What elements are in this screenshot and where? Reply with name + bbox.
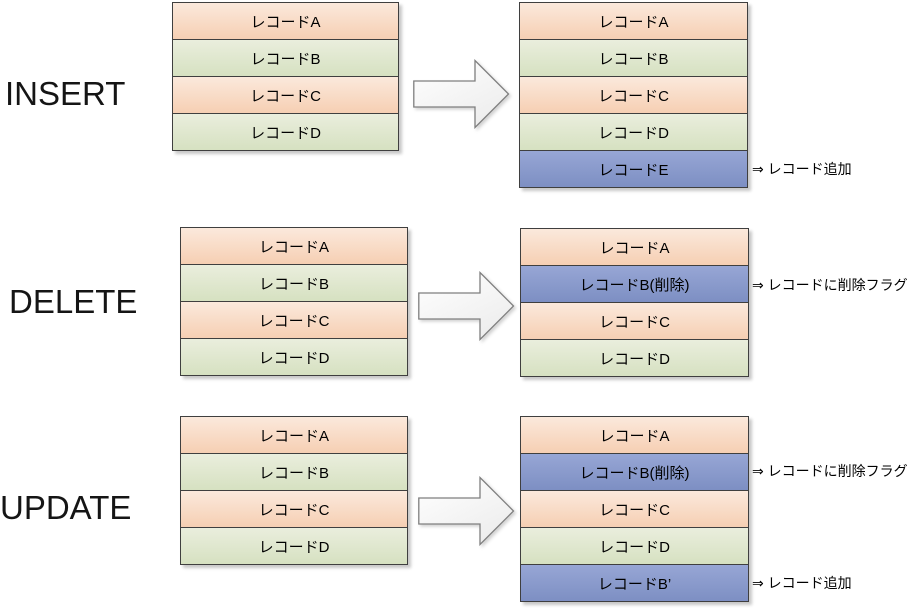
record-row-label: レコードD (258, 349, 330, 367)
record-row: レコードD (521, 528, 748, 565)
record-row-label: レコードC (250, 87, 321, 105)
record-row-label: レコードD (258, 538, 330, 556)
record-row: レコードD (173, 114, 398, 150)
right-arrow-icon (418, 476, 515, 546)
record-row-label: レコードD (599, 350, 670, 368)
record-row: レコードA (521, 229, 748, 266)
record-row-label: レコードB(削除) (579, 464, 690, 482)
record-row-label: レコードC (258, 312, 330, 330)
record-row: レコードB (173, 40, 398, 77)
record-row-label: レコードB (258, 464, 329, 482)
record-row: レコードC (521, 491, 748, 528)
record-row-label: レコードD (250, 124, 321, 142)
record-row-label: レコードE (598, 161, 669, 179)
record-row-label: レコードA (258, 238, 329, 256)
record-row-delete-flag: レコードB(削除) (521, 266, 748, 303)
record-row-label: レコードA (258, 427, 329, 445)
record-row-label: レコードB (598, 50, 669, 68)
record-row-label: レコードA (599, 427, 670, 445)
record-row: レコードC (173, 77, 398, 114)
record-row-label: レコードB (250, 50, 321, 68)
record-row: レコードA (181, 228, 407, 265)
record-row: レコードB (520, 40, 747, 77)
record-row-label: レコードA (599, 239, 670, 257)
right-arrow-icon (418, 271, 515, 341)
record-row: レコードC (181, 491, 407, 528)
record-row-label: レコードB(削除) (579, 276, 690, 294)
insert-table-before: レコードA レコードB レコードC レコードD (172, 2, 399, 151)
record-row: レコードD (181, 339, 407, 375)
operation-label-delete: DELETE (9, 283, 138, 320)
record-row-label: レコードD (598, 124, 669, 142)
record-row-label: レコードC (599, 501, 670, 519)
record-row-label: レコードC (598, 87, 669, 105)
record-row-label: レコードB’ (597, 575, 672, 593)
operation-label-update: UPDATE (0, 489, 132, 526)
insert-table-after: レコードA レコードB レコードC レコードD レコードE (519, 2, 748, 188)
delete-table-before: レコードA レコードB レコードC レコードD (180, 227, 408, 376)
record-row: レコードD (181, 528, 407, 564)
record-row: レコードB (181, 454, 407, 491)
annotation-record-added: ⇒ レコード追加 (752, 575, 852, 591)
record-row-label: レコードB (258, 275, 329, 293)
annotation-record-added: ⇒ レコード追加 (752, 161, 852, 177)
record-row-label: レコードC (258, 501, 330, 519)
record-row: レコードA (181, 417, 407, 454)
record-row: レコードC (520, 77, 747, 114)
record-row: レコードD (520, 114, 747, 151)
record-row-label: レコードD (599, 538, 670, 556)
record-row: レコードD (521, 340, 748, 376)
annotation-delete-flag: ⇒ レコードに削除フラグ (752, 277, 908, 293)
operation-label-insert: INSERT (5, 75, 126, 112)
record-row: レコードC (181, 302, 407, 339)
record-row-label: レコードA (250, 13, 321, 31)
record-row-label: レコードA (598, 13, 669, 31)
update-table-before: レコードA レコードB レコードC レコードD (180, 416, 408, 565)
annotation-delete-flag: ⇒ レコードに削除フラグ (752, 463, 908, 479)
record-row: レコードC (521, 303, 748, 340)
record-row-label: レコードC (599, 313, 670, 331)
record-row-delete-flag: レコードB(削除) (521, 454, 748, 491)
record-row-added: レコードB’ (521, 565, 748, 601)
update-table-after: レコードA レコードB(削除) レコードC レコードD レコードB’ (520, 416, 749, 602)
delete-table-after: レコードA レコードB(削除) レコードC レコードD (520, 228, 749, 377)
record-row-added: レコードE (520, 151, 747, 187)
record-row: レコードB (181, 265, 407, 302)
record-row: レコードA (520, 3, 747, 40)
record-row: レコードA (521, 417, 748, 454)
record-row: レコードA (173, 3, 398, 40)
right-arrow-icon (413, 59, 510, 129)
